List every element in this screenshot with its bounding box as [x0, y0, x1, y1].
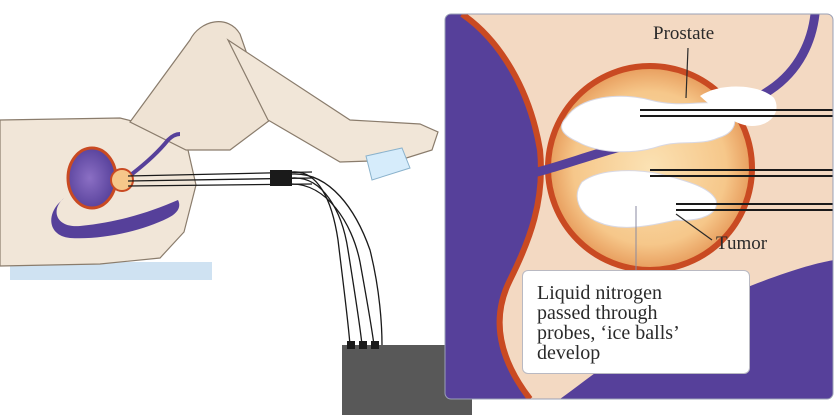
callout-line: Liquid nitrogen: [537, 283, 739, 303]
small-prostate: [111, 169, 133, 191]
callout-line: develop: [537, 343, 739, 363]
callout-line: passed through: [537, 303, 739, 323]
patient-thigh: [130, 22, 270, 150]
bladder: [68, 148, 116, 208]
tumor-label: Tumor: [716, 234, 767, 254]
callout-box: Liquid nitrogen passed through probes, ‘…: [522, 270, 750, 374]
patient-lower-leg: [228, 40, 438, 162]
patient-illustration: [0, 22, 438, 280]
console-connectors: [347, 341, 379, 349]
prostate-label: Prostate: [653, 24, 714, 44]
callout-line: probes, ‘ice balls’: [537, 323, 739, 343]
